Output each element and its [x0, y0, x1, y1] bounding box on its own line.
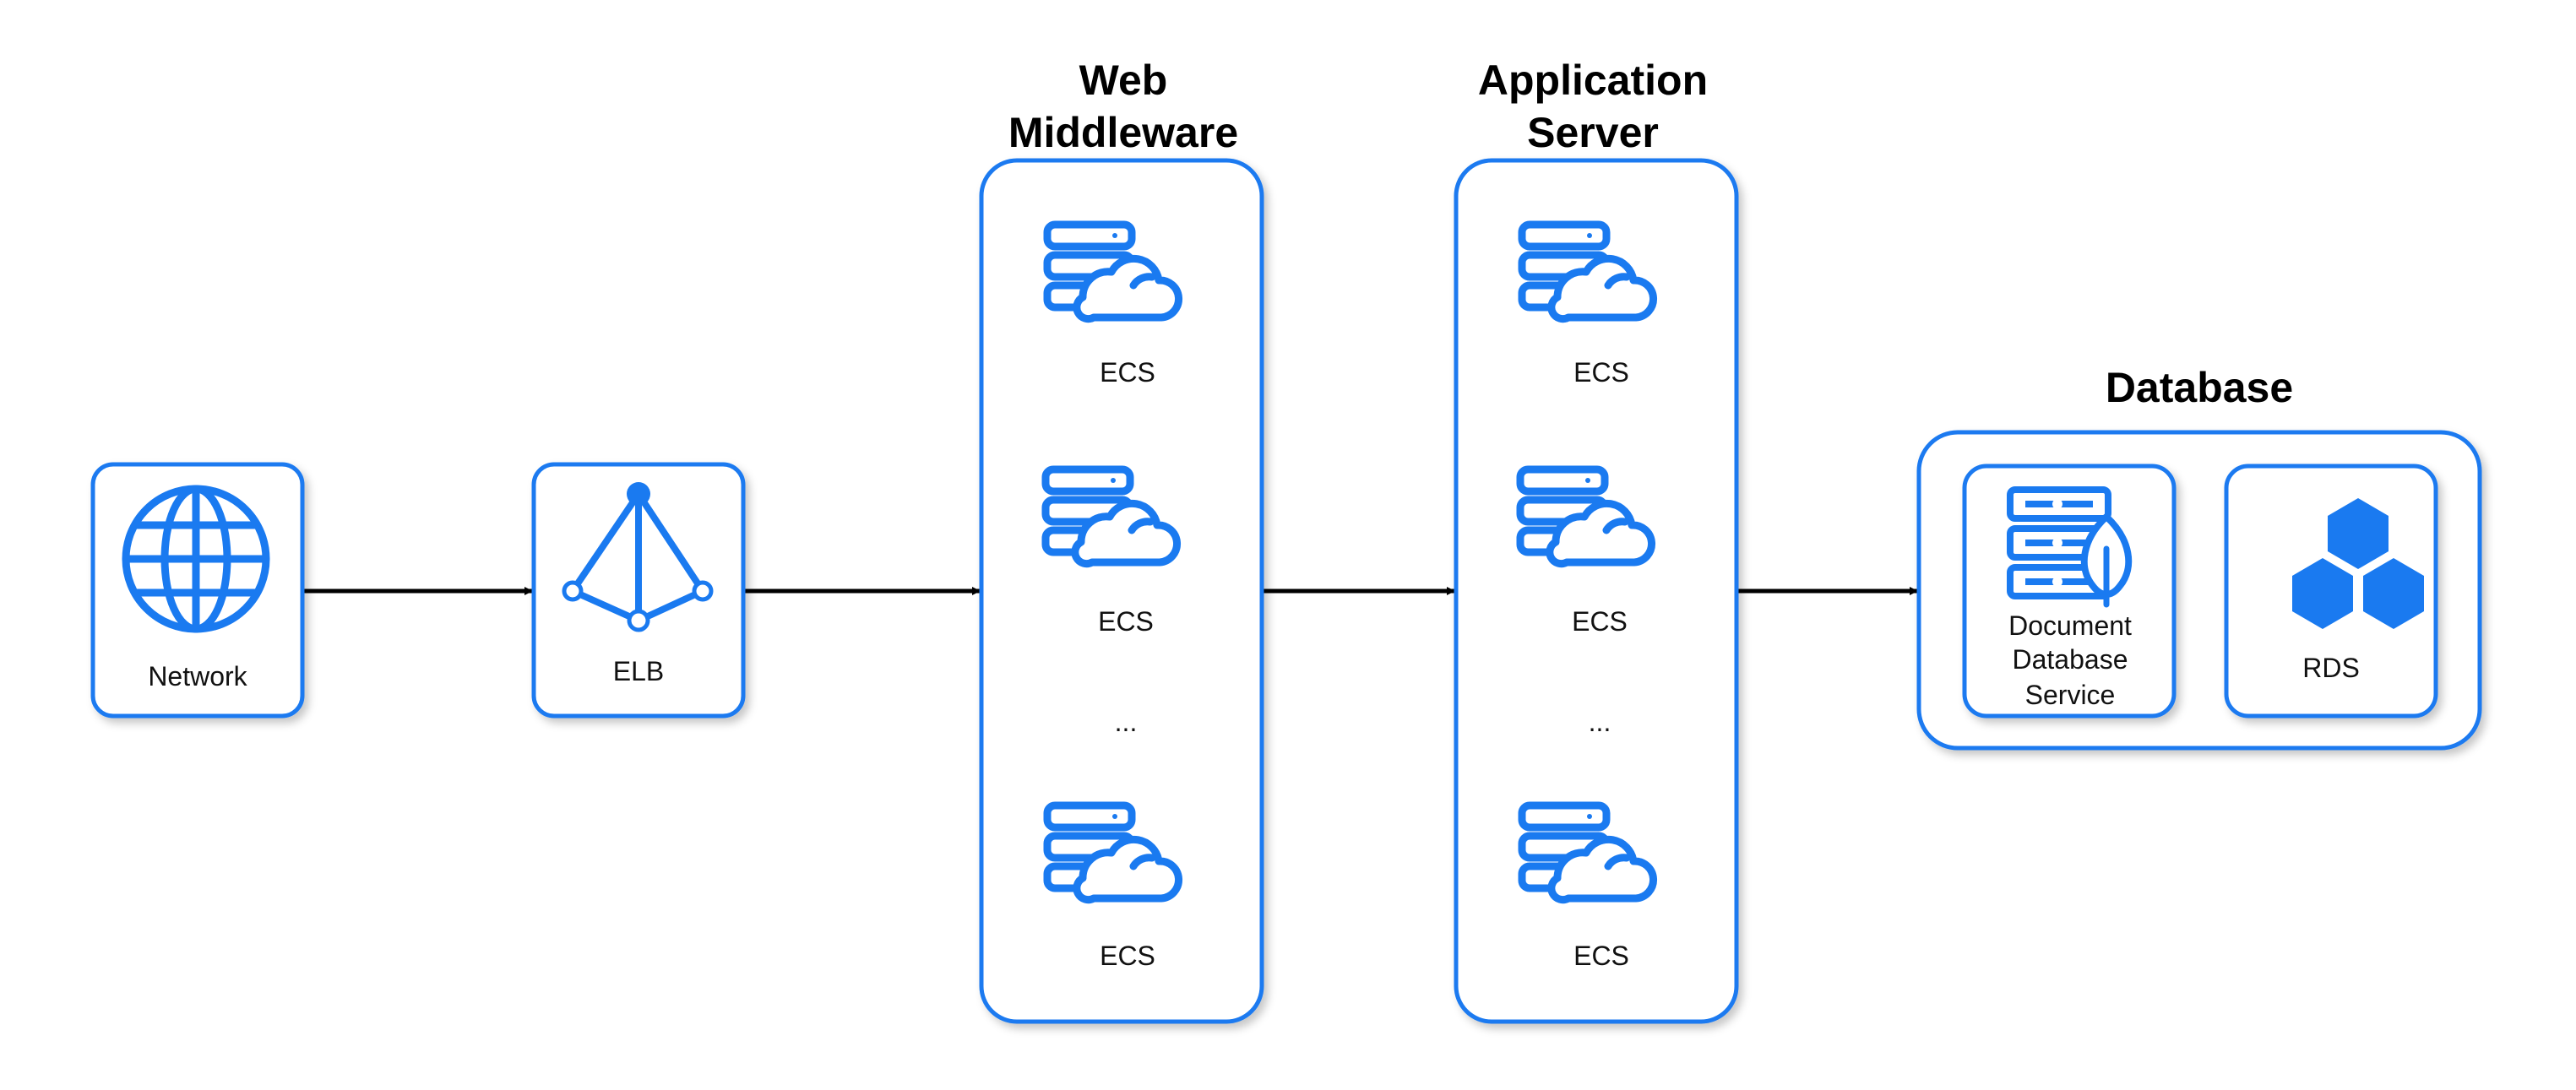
ecs-item: ECS [1046, 469, 1177, 637]
document-database-node: Document Database Service [1962, 464, 2177, 719]
rds-label: RDS [2302, 653, 2360, 683]
ellipsis: ... [1115, 707, 1138, 737]
ecs-label: ECS [1100, 941, 1155, 971]
ecs-item: ECS [1047, 225, 1179, 388]
database-title: Database [2106, 364, 2293, 411]
globe-icon [122, 485, 270, 633]
elb-node: ELB [531, 462, 746, 719]
rds-node: RDS [2224, 464, 2438, 719]
application-server-title-line1: Application [1478, 57, 1708, 104]
rds-hexagons-icon [2292, 498, 2424, 629]
web-middleware-title-line2: Middleware [1008, 109, 1238, 156]
document-database-icon [2007, 486, 2133, 608]
document-database-label-line1: Document [2008, 610, 2132, 641]
ecs-label: ECS [1573, 941, 1629, 971]
web-middleware-group: Web Middleware ECS ECS ... ECS [979, 57, 1264, 1024]
ecs-label: ECS [1100, 357, 1155, 388]
ellipsis: ... [1589, 707, 1611, 737]
ecs-item: ECS [1522, 805, 1654, 971]
load-balancer-icon [562, 482, 714, 632]
network-node: Network [90, 462, 305, 719]
ecs-label: ECS [1572, 606, 1628, 637]
elb-label: ELB [613, 656, 664, 686]
database-group: Database Document Database [1916, 364, 2482, 751]
ecs-item: ECS [1520, 469, 1652, 637]
ecs-label: ECS [1098, 606, 1154, 637]
document-database-label-line3: Service [2025, 680, 2116, 710]
ecs-item: ECS [1522, 225, 1654, 388]
document-database-label-line2: Database [2013, 644, 2128, 675]
application-server-group: Application Server ECS ECS ... ECS [1454, 57, 1739, 1024]
network-label: Network [148, 661, 247, 691]
web-middleware-title-line1: Web [1079, 57, 1168, 104]
ecs-item: ECS [1047, 805, 1179, 971]
ecs-label: ECS [1573, 357, 1629, 388]
application-server-title-line2: Server [1527, 109, 1659, 156]
